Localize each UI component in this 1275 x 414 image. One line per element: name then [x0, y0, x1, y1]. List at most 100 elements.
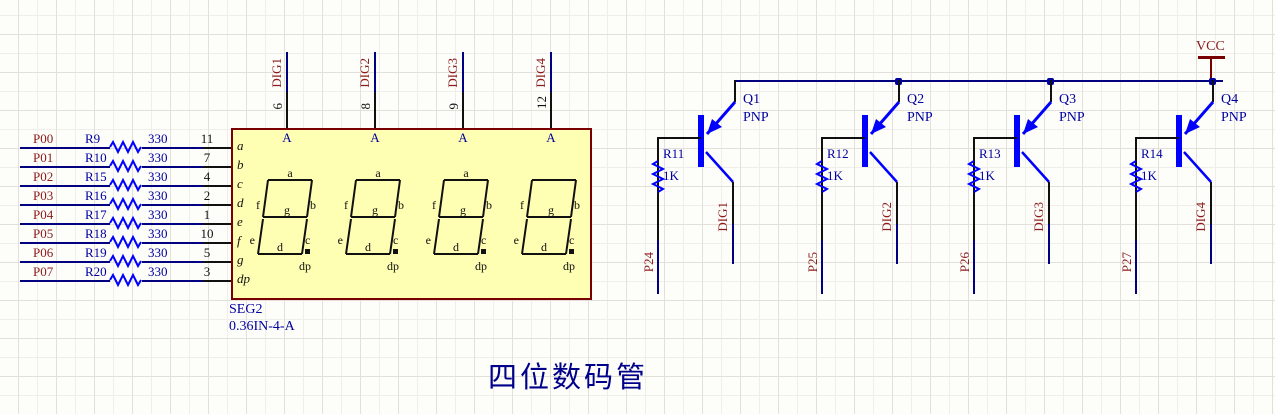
input-wire[interactable]	[821, 240, 823, 294]
digit-pin-line[interactable]	[374, 92, 376, 128]
output-wire[interactable]	[732, 224, 734, 264]
input-wire[interactable]	[1135, 240, 1137, 294]
net-label[interactable]: P24	[641, 252, 656, 273]
resistor-lead[interactable]	[821, 139, 823, 240]
segment-wire[interactable]	[20, 242, 110, 244]
transistor-symbol[interactable]	[1175, 78, 1221, 188]
base-wire[interactable]	[821, 137, 865, 139]
segment-pin-line[interactable]	[203, 147, 231, 149]
segment-pin-line[interactable]	[203, 204, 231, 206]
transistor-designator[interactable]: Q4	[1221, 92, 1239, 107]
segment-pin-line[interactable]	[203, 166, 231, 168]
digit-pin-line[interactable]	[462, 92, 464, 128]
segment-wire[interactable]	[142, 166, 204, 168]
digit-pin-line[interactable]	[286, 92, 288, 128]
segment-wire[interactable]	[20, 166, 110, 168]
resistor-value[interactable]: 330	[148, 131, 168, 146]
segment-pin-line[interactable]	[203, 261, 231, 263]
output-wire[interactable]	[1210, 224, 1212, 264]
display-component-body[interactable]	[231, 128, 592, 300]
transistor-designator[interactable]: Q1	[743, 92, 761, 107]
collector-lead[interactable]	[896, 182, 898, 224]
segment-wire[interactable]	[142, 185, 204, 187]
resistor-value[interactable]: 330	[148, 188, 168, 203]
digit-net-wire[interactable]	[550, 52, 552, 92]
vcc-rail-wire[interactable]	[735, 80, 1223, 82]
segment-pin-line[interactable]	[203, 185, 231, 187]
segment-wire[interactable]	[20, 185, 110, 187]
resistor-designator[interactable]: R13	[979, 146, 1001, 161]
resistor-designator[interactable]: R15	[85, 169, 107, 184]
input-wire[interactable]	[657, 240, 659, 294]
segment-wire[interactable]	[20, 223, 110, 225]
base-wire[interactable]	[1135, 137, 1179, 139]
segment-wire[interactable]	[142, 204, 204, 206]
resistor-symbol[interactable]	[1128, 160, 1144, 194]
digit-net-label[interactable]: DIG1	[269, 58, 284, 88]
net-label[interactable]: P04	[33, 207, 54, 222]
segment-pin-line[interactable]	[203, 223, 231, 225]
resistor-value[interactable]: 330	[148, 245, 168, 260]
output-wire[interactable]	[896, 224, 898, 264]
resistor-symbol[interactable]	[109, 272, 143, 288]
resistor-value[interactable]: 330	[148, 150, 168, 165]
net-label[interactable]: P01	[33, 150, 54, 165]
segment-wire[interactable]	[142, 280, 204, 282]
collector-lead[interactable]	[732, 182, 734, 224]
resistor-symbol[interactable]	[109, 158, 143, 174]
vcc-power-label[interactable]: VCC	[1196, 39, 1225, 54]
net-label[interactable]: P06	[33, 245, 54, 260]
net-label[interactable]: DIG2	[879, 202, 894, 232]
resistor-designator[interactable]: R9	[85, 131, 101, 146]
collector-lead[interactable]	[1210, 182, 1212, 224]
resistor-value[interactable]: 1K	[663, 168, 679, 183]
segment-pin-line[interactable]	[203, 242, 231, 244]
base-wire[interactable]	[973, 137, 1017, 139]
resistor-symbol[interactable]	[109, 196, 143, 212]
resistor-symbol[interactable]	[109, 253, 143, 269]
net-label[interactable]: P02	[33, 169, 54, 184]
resistor-symbol[interactable]	[109, 177, 143, 193]
resistor-designator[interactable]: R17	[85, 207, 107, 222]
segment-wire[interactable]	[142, 223, 204, 225]
transistor-symbol[interactable]	[861, 78, 907, 188]
segment-wire[interactable]	[142, 261, 204, 263]
net-label[interactable]: DIG1	[715, 202, 730, 232]
resistor-designator[interactable]: R14	[1141, 146, 1163, 161]
resistor-designator[interactable]: R12	[827, 146, 849, 161]
display-designator[interactable]: SEG2	[229, 302, 263, 317]
digit-net-wire[interactable]	[462, 52, 464, 92]
segment-wire[interactable]	[142, 242, 204, 244]
net-label[interactable]: P27	[1119, 252, 1134, 273]
net-label[interactable]: P25	[805, 252, 820, 273]
net-label[interactable]: P00	[33, 131, 54, 146]
transistor-designator[interactable]: Q2	[907, 92, 925, 107]
resistor-value[interactable]: 330	[148, 264, 168, 279]
resistor-value[interactable]: 1K	[1141, 168, 1157, 183]
resistor-designator[interactable]: R16	[85, 188, 107, 203]
resistor-value[interactable]: 330	[148, 226, 168, 241]
digit-net-label[interactable]: DIG2	[357, 58, 372, 88]
transistor-symbol[interactable]	[1013, 78, 1059, 188]
resistor-lead[interactable]	[1135, 139, 1137, 240]
net-label[interactable]: P07	[33, 264, 54, 279]
resistor-designator[interactable]: R11	[663, 146, 685, 161]
resistor-symbol[interactable]	[109, 139, 143, 155]
resistor-value[interactable]: 1K	[979, 168, 995, 183]
net-label[interactable]: DIG3	[1031, 202, 1046, 232]
digit-net-wire[interactable]	[286, 52, 288, 92]
digit-pin-line[interactable]	[550, 92, 552, 128]
segment-wire[interactable]	[20, 204, 110, 206]
collector-lead[interactable]	[1048, 182, 1050, 224]
digit-net-label[interactable]: DIG3	[445, 58, 460, 88]
vcc-stem-wire[interactable]	[1210, 58, 1212, 81]
net-label[interactable]: DIG4	[1193, 202, 1208, 232]
input-wire[interactable]	[973, 240, 975, 294]
segment-wire[interactable]	[20, 147, 110, 149]
net-label[interactable]: P05	[33, 226, 54, 241]
resistor-symbol[interactable]	[650, 160, 666, 194]
segment-wire[interactable]	[142, 147, 204, 149]
output-wire[interactable]	[1048, 224, 1050, 264]
resistor-designator[interactable]: R10	[85, 150, 107, 165]
resistor-symbol[interactable]	[966, 160, 982, 194]
